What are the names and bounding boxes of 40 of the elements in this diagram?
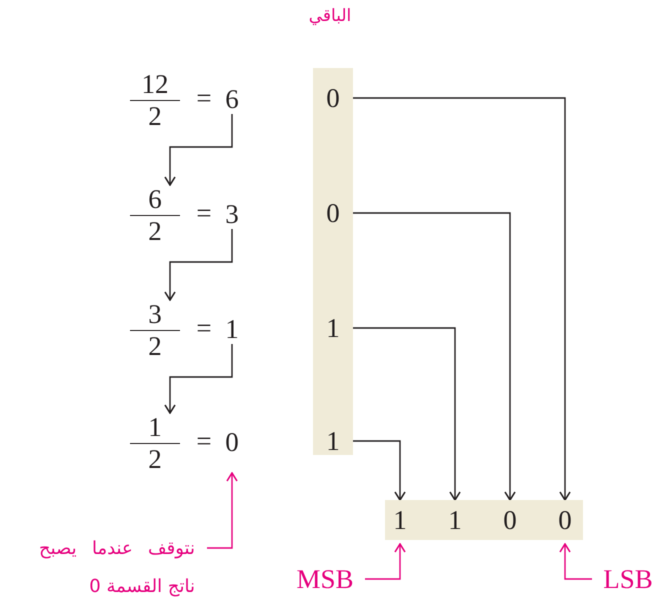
denominator: 2 bbox=[147, 102, 163, 130]
bit-label: MSB bbox=[295, 563, 355, 595]
binary-digit: 0 bbox=[325, 198, 341, 228]
quotient: 1 bbox=[224, 314, 240, 344]
arrow bbox=[353, 327, 461, 501]
numerator: 3 bbox=[147, 300, 163, 328]
numerator: 12 bbox=[140, 70, 170, 98]
arrow bbox=[353, 212, 516, 501]
arrow bbox=[164, 229, 233, 301]
binary-digit: 1 bbox=[447, 504, 463, 537]
binary-digit: 0 bbox=[557, 504, 573, 537]
binary-digit: 0 bbox=[325, 83, 341, 113]
quotient: 3 bbox=[224, 199, 240, 229]
quotient: 0 bbox=[224, 427, 240, 457]
annotation-text: نتوقف عندما يصبح ناتج القسمة 0 bbox=[39, 537, 195, 599]
result-band bbox=[385, 500, 583, 540]
binary-digit: 1 bbox=[325, 313, 341, 343]
equals-sign: = bbox=[195, 427, 213, 455]
numerator: 1 bbox=[147, 413, 163, 441]
equals-sign: = bbox=[195, 199, 213, 227]
leader-arrow bbox=[365, 543, 406, 580]
column-heading: الباقي bbox=[308, 6, 352, 26]
bit-label: LSB bbox=[602, 563, 654, 595]
quotient: 6 bbox=[224, 84, 240, 114]
binary-digit: 1 bbox=[392, 504, 408, 537]
denominator: 2 bbox=[147, 332, 163, 360]
leader-arrow bbox=[559, 543, 592, 580]
arrow bbox=[353, 97, 571, 501]
arrow bbox=[353, 440, 406, 501]
remainder-band bbox=[313, 68, 353, 455]
numerator: 6 bbox=[147, 185, 163, 213]
arrow bbox=[164, 344, 233, 414]
binary-digit: 1 bbox=[325, 426, 341, 456]
equals-sign: = bbox=[195, 314, 213, 342]
arrow bbox=[164, 114, 233, 186]
equals-sign: = bbox=[195, 84, 213, 112]
leader-arrow bbox=[207, 472, 238, 549]
binary-digit: 0 bbox=[502, 504, 518, 537]
denominator: 2 bbox=[147, 217, 163, 245]
denominator: 2 bbox=[147, 445, 163, 473]
